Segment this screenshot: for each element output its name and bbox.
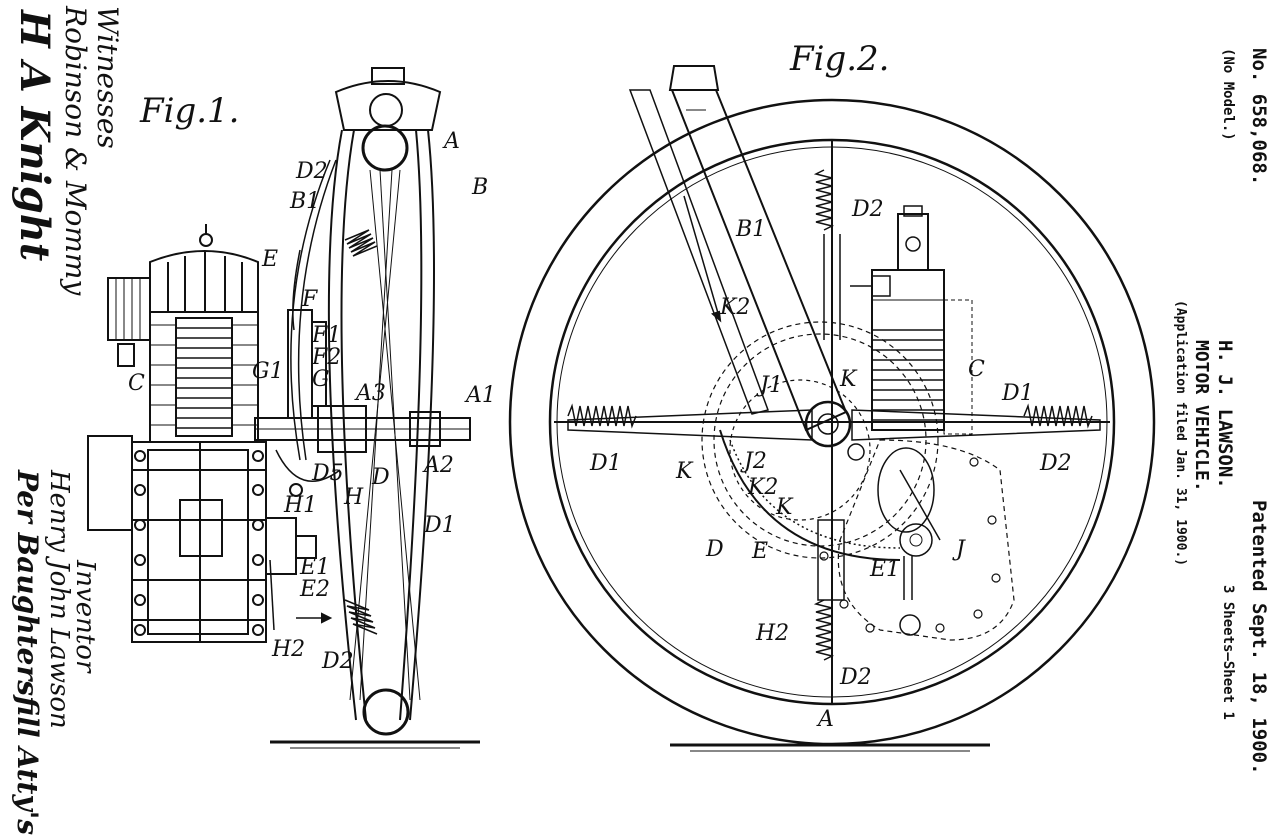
fig2-label-d1-left: D1 <box>589 451 622 476</box>
fig1-label-g1: G1 <box>252 359 284 384</box>
fig1-title: Fig.1. <box>139 91 239 131</box>
fig1-label-f2: F2 <box>311 345 341 370</box>
fig1-label-a: A <box>442 129 460 154</box>
inventor-name: H. J. LAWSON. <box>1214 340 1236 489</box>
fig1-label-a3: A3 <box>354 381 386 406</box>
fig2-label-b1: B1 <box>735 217 766 242</box>
fig2-label-k-mid: K <box>775 495 794 520</box>
inventor-signature: Henry John Lawson <box>44 470 74 729</box>
fig1-label-c: C <box>128 371 145 396</box>
fig2-label-k2-mid: K2 <box>747 475 778 500</box>
fig1-label-d2-top: D2 <box>295 159 328 184</box>
inventor-caption: Inventor <box>70 560 100 673</box>
patent-date: Patented Sept. 18, 1900. <box>1248 500 1270 775</box>
patent-drawing: Fig.1. A B B1 D2 E F F1 F2 G G1 C A3 A1 … <box>87 39 1156 752</box>
fig1-label-g: G <box>312 367 330 392</box>
fig1-label-h: H <box>343 485 364 510</box>
fig1-label-h1: H1 <box>283 493 317 518</box>
fig1-label-e: E <box>261 247 278 272</box>
fig2-label-j1: J1 <box>756 373 783 398</box>
patent-drawing-sheet: Fig.1. A B B1 D2 E F F1 F2 G G1 C A3 A1 … <box>11 6 1270 835</box>
fig2-label-e1: E1 <box>869 557 900 582</box>
fig2-label-d2-top: D2 <box>851 197 884 222</box>
fig2-title: Fig.2. <box>789 39 889 79</box>
fig2-label-a: A <box>816 707 834 732</box>
sheet-count: 3 Sheets—Sheet 1 <box>1220 585 1236 720</box>
fig1-label-b1: B1 <box>289 189 320 214</box>
fig2-label-e: E <box>751 539 768 564</box>
fig1-label-d2-bottom: D2 <box>321 649 354 674</box>
fig2-label-k-right: K <box>839 367 858 392</box>
fig2-label-k2-top: K2 <box>719 295 750 320</box>
attorney-signature: Per Baughtersfill Atty's <box>11 470 44 835</box>
fig2-label-j2: J2 <box>740 449 767 474</box>
fig1-label-a1: A1 <box>464 383 496 408</box>
fig1-label-b: B <box>471 175 488 200</box>
fig1-label-f1: F1 <box>311 323 341 348</box>
patent-title: MOTOR VEHICLE. <box>1191 340 1212 492</box>
fig1-label-h2: H2 <box>271 637 305 662</box>
witness-signature-3: H A Knight <box>11 10 58 262</box>
fig2-label-d1-right: D1 <box>1001 381 1034 406</box>
filing-date: (Application filed Jan. 31, 1900.) <box>1173 300 1188 567</box>
fig2-label-k-left: K <box>675 459 694 484</box>
fig1-drawing <box>87 67 480 749</box>
fig1-label-e1: E1 <box>299 555 330 580</box>
patent-number: No. 658,068. <box>1248 48 1270 186</box>
fig1-label-d5: D5 <box>311 461 344 486</box>
fig2-label-h2: H2 <box>755 621 789 646</box>
fig2-label-j: J <box>952 537 966 562</box>
fig1-label-e2: E2 <box>299 577 330 602</box>
fig2-drawing <box>508 65 1156 752</box>
fig1-label-a2: A2 <box>422 453 454 478</box>
fig2-label-c: C <box>968 357 985 382</box>
witness-signature-2: Robinson & Mommy <box>59 6 92 296</box>
witness-signature-1: Witnesses <box>91 6 124 149</box>
fig2-label-d: D <box>705 537 724 562</box>
fig1-label-d: D <box>371 465 390 490</box>
fig2-label-d2-right: D2 <box>1039 451 1072 476</box>
fig1-label-d1: D1 <box>423 513 456 538</box>
fig2-label-d2-bottom: D2 <box>839 665 872 690</box>
model-note: (No Model.) <box>1220 48 1236 141</box>
fig1-label-f: F <box>301 287 318 312</box>
